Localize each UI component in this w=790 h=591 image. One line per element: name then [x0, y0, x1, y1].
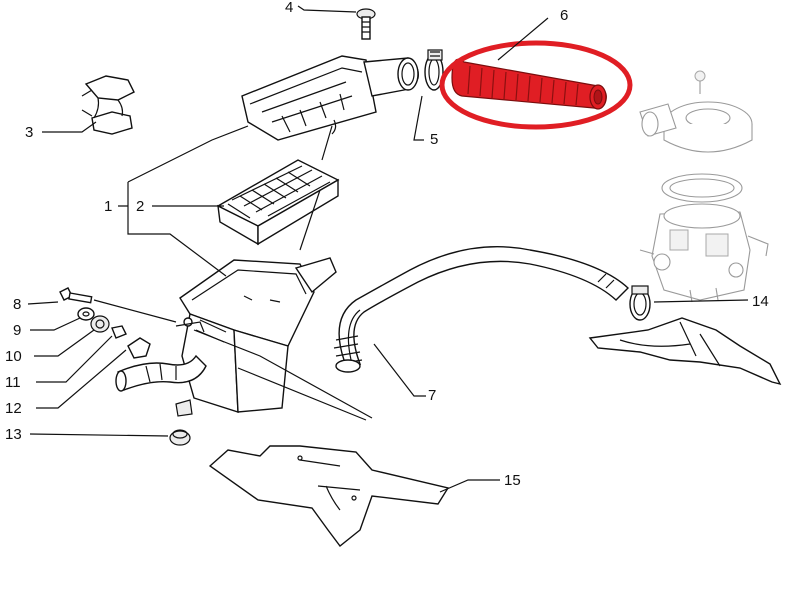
callout-14: 14	[752, 293, 769, 310]
elbow-pipe-12	[115, 354, 207, 392]
callout-11: 11	[5, 374, 21, 391]
leader-lines	[27, 5, 749, 493]
valve-part	[127, 337, 151, 359]
callout-8: 8	[13, 296, 21, 313]
callout-7: 7	[428, 387, 436, 404]
callout-labels: 1 2 3 4 5 6 7 8 9 10 11 12 13 14 15	[5, 0, 769, 489]
bolt-8	[59, 287, 93, 304]
filter-element	[216, 159, 340, 246]
callout-12: 12	[5, 400, 22, 417]
intake-hose-7	[333, 246, 630, 373]
callout-2: 2	[136, 198, 144, 215]
screw-part	[356, 8, 376, 40]
air-filter-housing	[175, 257, 337, 417]
hose-clamp-5	[424, 49, 444, 91]
gasket-plate	[208, 445, 450, 547]
callout-13: 13	[5, 426, 22, 443]
callout-9: 9	[13, 322, 21, 339]
air-filter-cover	[241, 55, 419, 141]
grommet-10	[90, 315, 110, 333]
callout-15: 15	[504, 472, 521, 489]
hose-clamp-14	[629, 285, 651, 321]
callout-6: 6	[560, 7, 568, 24]
heat-shield	[588, 317, 782, 386]
highlight-ellipse	[439, 40, 633, 130]
nut-11	[111, 325, 127, 339]
clip-part	[81, 75, 135, 135]
callout-1: 1	[104, 198, 112, 215]
intake-hose-6	[451, 58, 607, 110]
callout-10: 10	[5, 348, 22, 365]
callout-5: 5	[430, 131, 438, 148]
grommet-13	[169, 429, 191, 446]
callout-4: 4	[285, 0, 293, 16]
carburetor-ghost	[639, 70, 769, 303]
washer-9	[77, 307, 95, 321]
callout-3: 3	[25, 124, 33, 141]
